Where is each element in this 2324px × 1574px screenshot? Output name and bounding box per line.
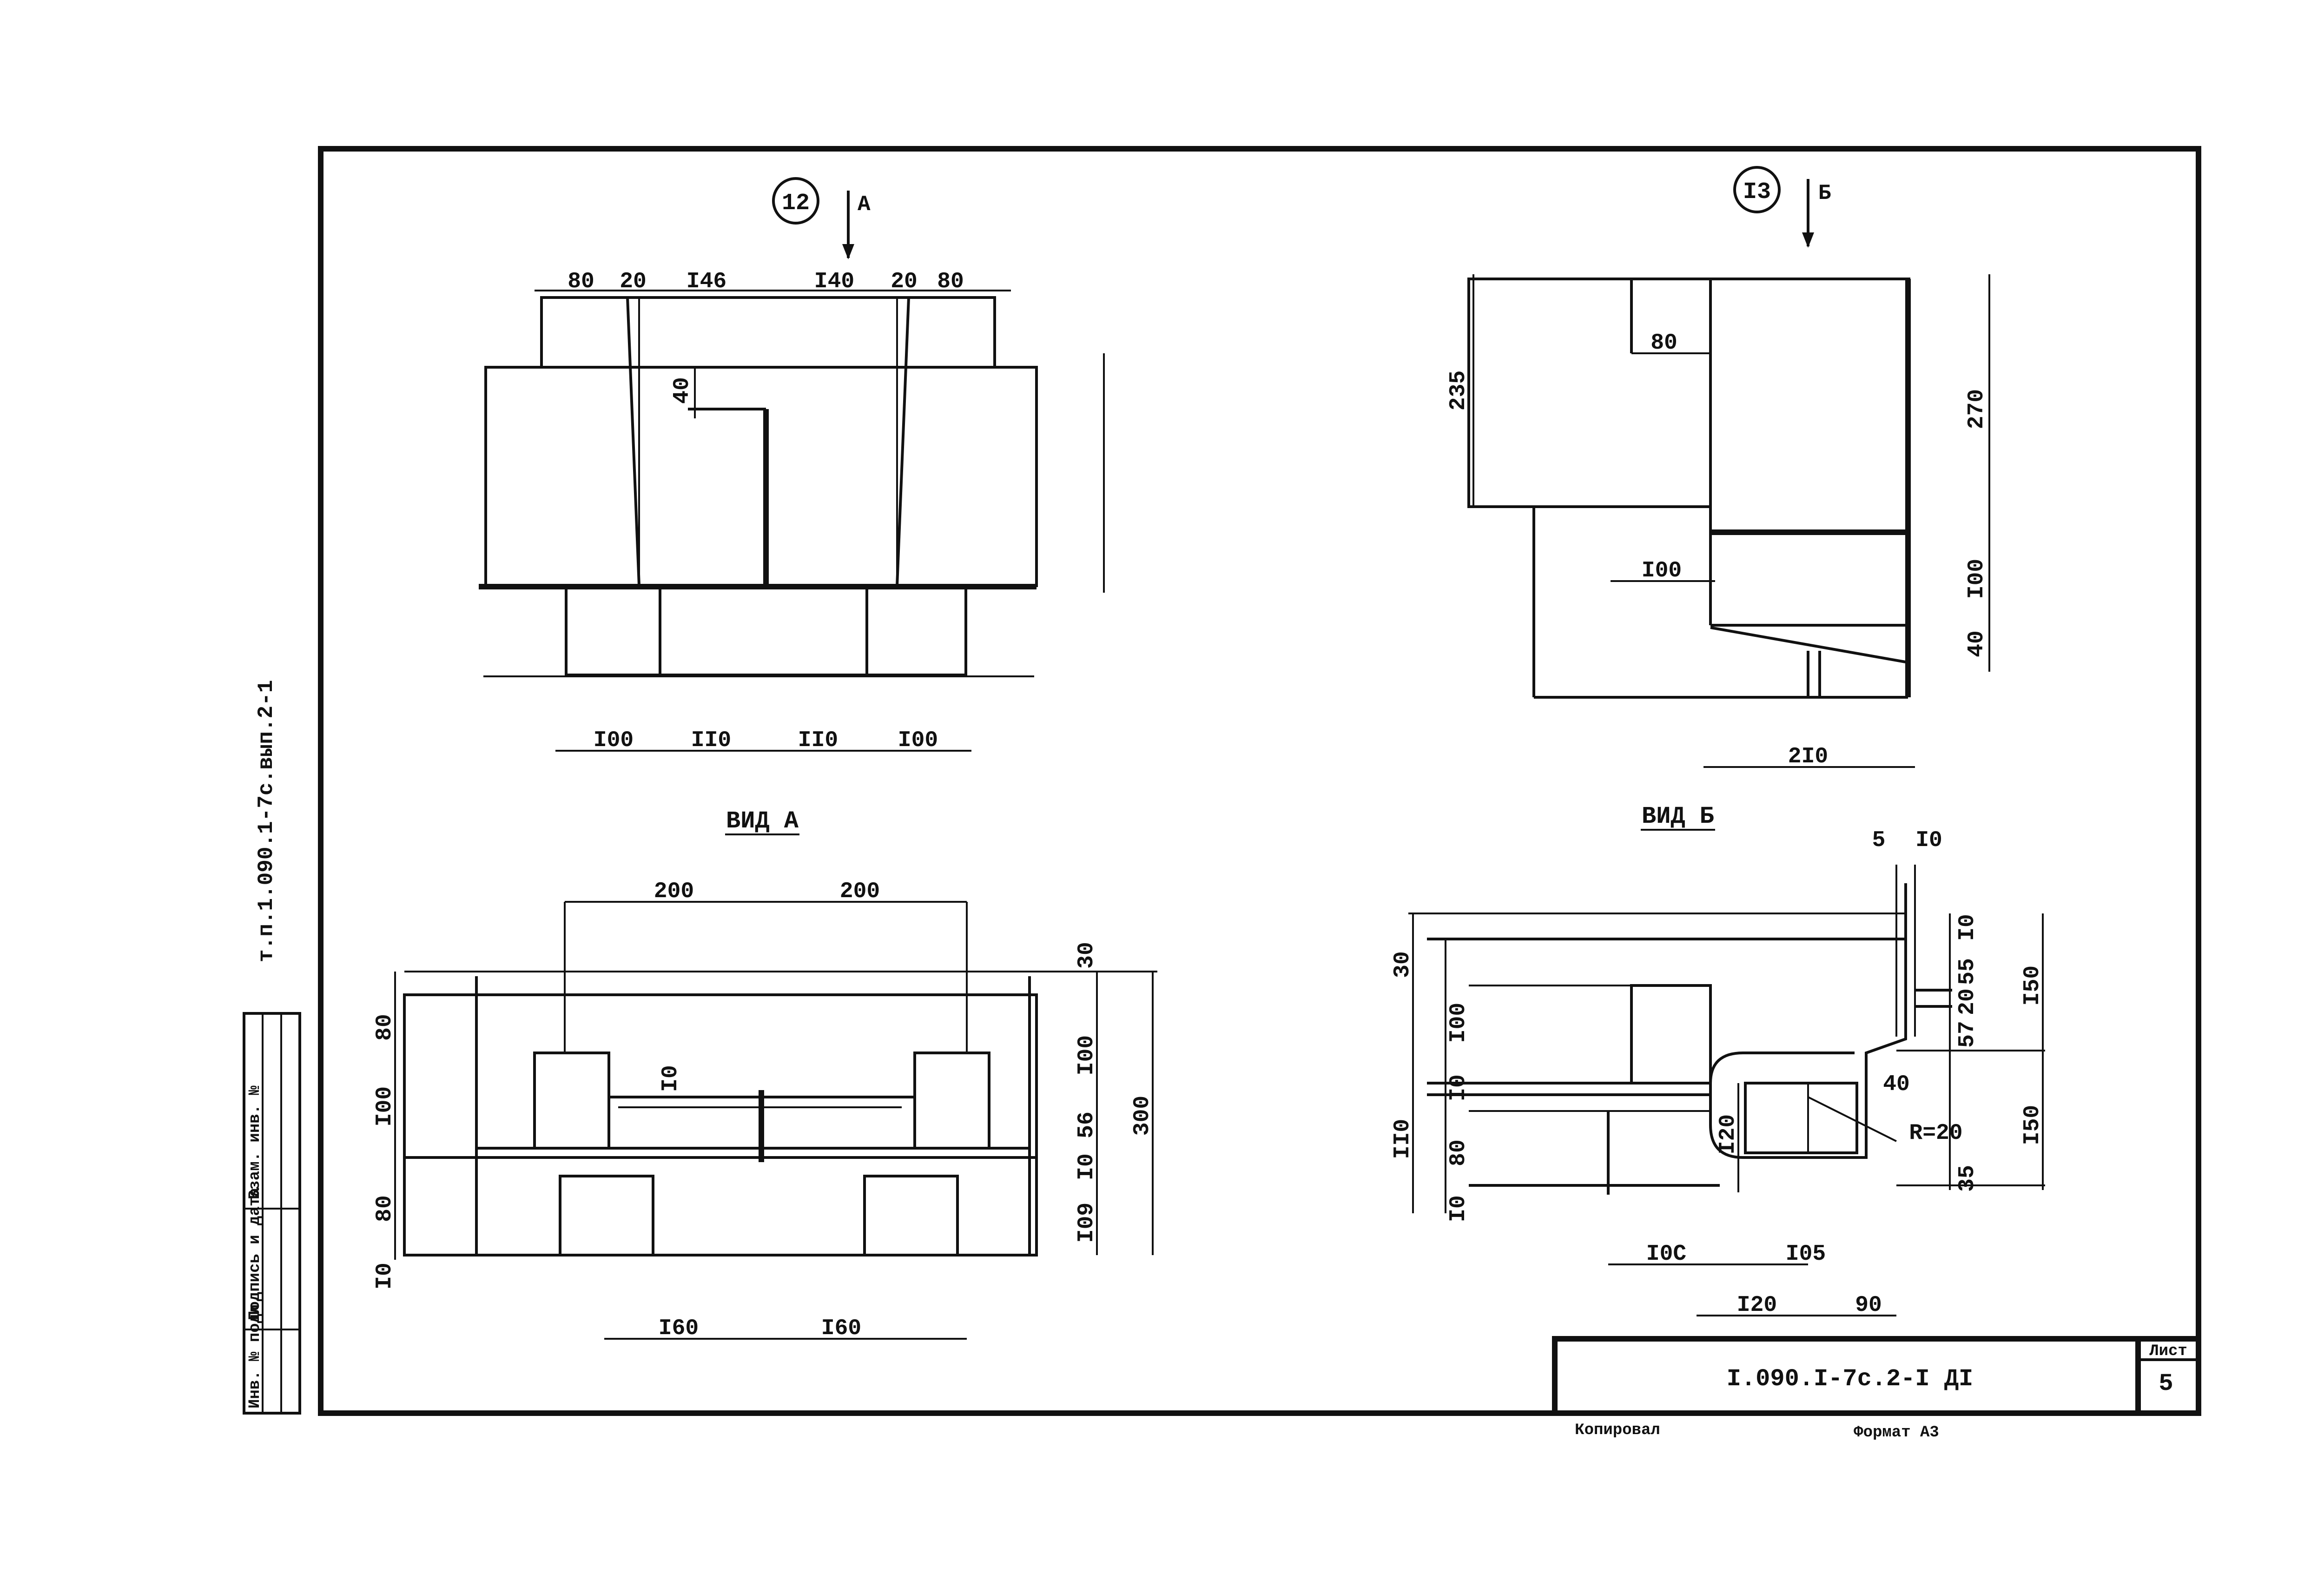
view-a-dim-total: 300 [1130,1096,1155,1136]
sheet-frame [318,146,2201,1416]
node-12: 12 А 80 20 I46 I40 20 80 40 I00 II0 II0 … [479,177,1105,753]
view-letter-a: А [858,192,871,217]
node-13-upper [1467,278,1712,508]
view-a-outline [403,993,1038,1257]
view-b-dim-left-2: I00 [1446,1003,1471,1043]
view-a-dim-bottom-1: I60 [659,1316,699,1341]
node12-dim-bottom-4: I00 [898,728,938,753]
view-b-dim-right-6: I50 [2020,1105,2045,1145]
node12-dim-top-2: 20 [620,269,647,294]
view-b-dim-right-1: I0 [1955,914,1980,941]
view-a-dim-top-2: 200 [840,879,880,904]
view-b-dim-left-5: 80 [1446,1139,1471,1166]
node12-dim-top-5: 20 [891,269,918,294]
view-a-dim-right-1: 30 [1074,942,1099,969]
view-a-dim-right-4: I0 [1074,1153,1099,1180]
view-b-dim-top-2: I0 [1915,828,1942,853]
view-b-dim-120v: I20 [1716,1114,1741,1154]
stamp-col3: Взам. инв. № [246,1085,264,1199]
view-b-dim-bottom-3: I20 [1737,1293,1777,1318]
left-stamp: Инв. № подл. Подпись и дата Взам. инв. № [243,1012,301,1415]
node12-dim-bottom-2: II0 [691,728,731,753]
title-block: I.090.I-7c.2-I ДI Лист 5 [1552,1336,2201,1416]
node-marker-12 [772,177,819,225]
view-a-plate-right [913,1052,990,1150]
view-a-dim-right-3: 56 [1074,1111,1099,1138]
node12-dim-top-1: 80 [568,269,594,294]
view-b-dim-right-4: 57 [1955,1021,1980,1048]
view-b-dim-left-3: I0 [1446,1074,1471,1101]
view-a-pad-right [863,1175,959,1257]
footer-format: Формат А3 [1854,1424,1939,1442]
view-b-dim-bottom-1: I0C [1646,1242,1686,1267]
node13-dim-right-1: 270 [1964,389,1989,429]
view-a-dim-left-1: 80 [372,1014,397,1041]
view-b-dim-right-3: 20 [1955,988,1980,1015]
stamp-col1: Инв. № подл. [246,1295,264,1409]
node13-dim-left: 235 [1446,370,1471,410]
view-a: ВИД А 200 200 30 I00 56 I0 I09 300 80 I0… [372,807,1157,1341]
footer-copied: Копировал [1575,1422,1660,1439]
node13-dim-inner: 80 [1651,331,1677,356]
view-b-dim-bottom-2: I05 [1786,1242,1826,1267]
sheet-number: 5 [2159,1370,2173,1397]
view-b: ВИД Б 5 I0 I0 55 20 57 I50 [1390,803,2045,1318]
view-b-dim-40: 40 [1883,1072,1910,1097]
node12-dim-left: 40 [670,377,695,404]
view-b-radius: R=20 [1909,1121,1962,1146]
view-b-dim-left-1: 30 [1390,951,1415,978]
node13-dim-right-2: I00 [1964,559,1989,599]
view-a-dim-bottom-2: I60 [821,1316,861,1341]
node-12-body [484,366,1038,587]
node-marker-13 [1733,166,1781,213]
sheet-label: Лист [2149,1343,2187,1360]
view-a-dim-left-4: I0 [372,1263,397,1290]
view-b-dim-left-4: II0 [1390,1119,1415,1159]
view-b-bent-bar [1709,883,1907,1159]
view-b-plate [1630,984,1712,1085]
view-a-dim-right-2: I00 [1074,1035,1099,1075]
view-a-dim-inner: I0 [658,1065,683,1092]
view-b-dim-right-7: 35 [1955,1165,1980,1192]
view-letter-b: Б [1818,181,1831,205]
view-b-title: ВИД Б [1642,803,1714,830]
node12-dim-bottom-1: I00 [594,728,634,753]
node-13: I3 Б 235 80 270 I00 40 I00 2I0 [1446,166,1990,769]
view-a-dim-top-1: 200 [654,879,694,904]
view-a-dim-right-5: I09 [1074,1203,1099,1243]
node-number-12: 12 [782,190,810,217]
view-a-title: ВИД А [726,807,799,835]
node12-dim-top-6: 80 [937,269,964,294]
node-number-13: I3 [1743,179,1771,205]
stamp-col2: Подпись и дата [246,1187,264,1320]
view-b-dim-bottom-4: 90 [1855,1293,1882,1318]
view-b-dim-top-1: 5 [1872,828,1886,853]
view-a-dim-left-3: 80 [372,1195,397,1222]
view-a-plate-left [533,1052,610,1150]
side-note: т.п.1.090.1-7с.вып.2-1 [254,680,278,962]
view-b-dim-right-2: 55 [1955,958,1980,985]
drawing-code: I.090.I-7c.2-I ДI [1727,1365,1974,1393]
view-a-dim-left-2: I00 [372,1086,397,1126]
view-b-dim-left-6: I0 [1446,1195,1471,1222]
node12-dim-top-3: I46 [687,269,726,294]
node13-dim-mid: I00 [1642,558,1682,583]
view-a-pad-left [559,1175,654,1257]
node12-dim-top-4: I40 [814,269,854,294]
node13-dim-bottom: 2I0 [1788,744,1828,769]
node12-dim-bottom-3: II0 [798,728,838,753]
node13-dim-right-3: 40 [1964,630,1989,657]
view-b-dim-right-5: I50 [2020,966,2045,1005]
